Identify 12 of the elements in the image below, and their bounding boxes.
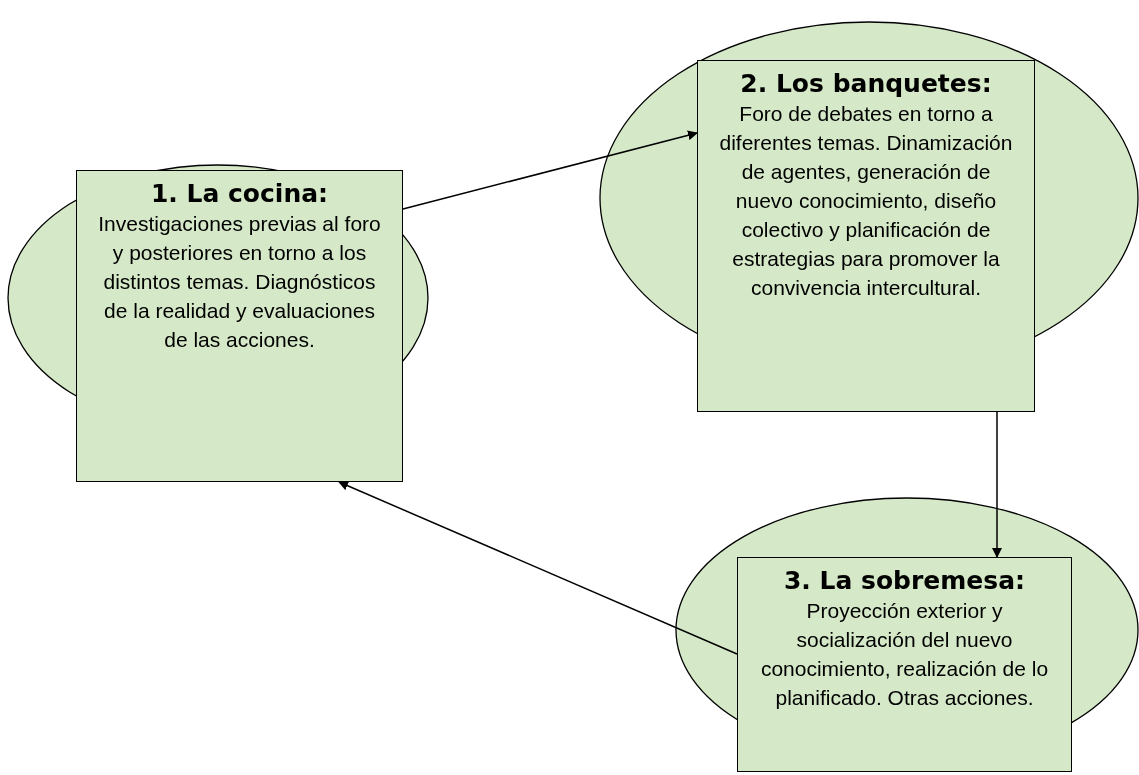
process-box <box>737 557 1072 772</box>
box-text: Investigaciones previas al foro y posteriores en torno a los distintos temas. Diagnósticos de la realidad y evaluaciones de las acciones. <box>97 211 382 353</box>
box-heading: 3. La sobremesa: <box>783 566 1026 596</box>
box-text: Proyección exterior y socialización del nuevo conocimiento, realización de lo planificado. Otras acciones. <box>759 598 1050 711</box>
arrow <box>992 411 1002 558</box>
process-box <box>76 170 403 482</box>
arrow <box>402 130 698 210</box>
process-box <box>697 60 1035 412</box>
box-heading: 2. Los banquetes: <box>740 69 992 99</box>
box-text: Foro de debates en torno a diferentes temas. Dinamización de agentes, generación de nuevo conocimiento, diseño colectivo y planificación de estrategias para promover la convivencia intercultural. <box>718 101 1014 301</box>
box-heading: 1. La cocina: <box>150 179 329 209</box>
arrow <box>338 481 738 655</box>
